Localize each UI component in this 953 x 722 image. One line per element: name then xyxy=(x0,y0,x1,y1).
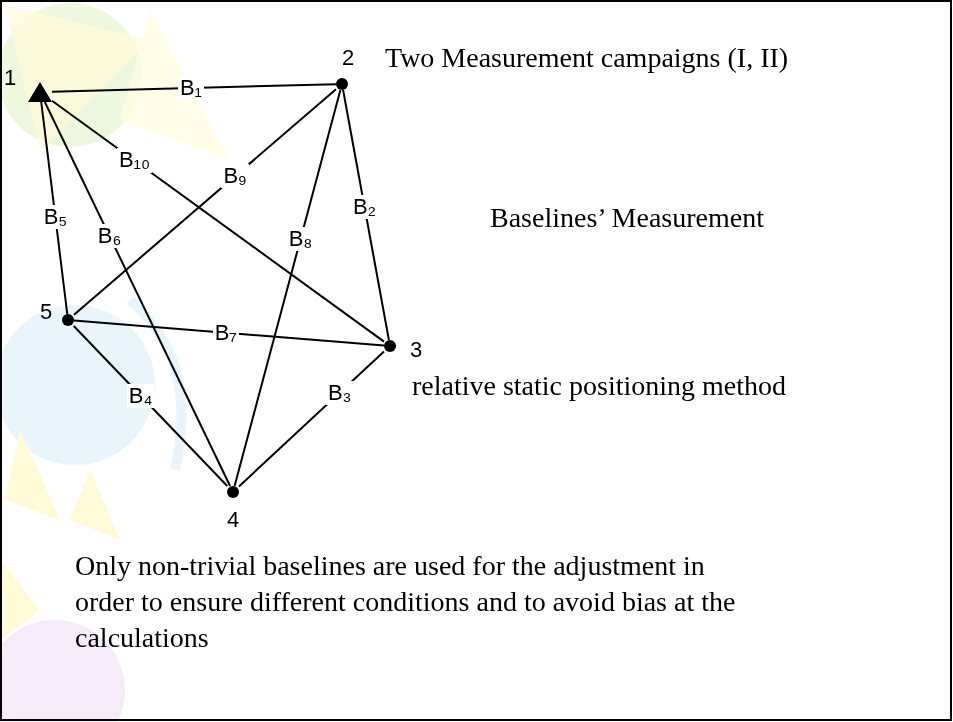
point-number: 1 xyxy=(4,67,16,89)
sunburst xyxy=(5,5,150,150)
baseline xyxy=(235,90,341,486)
baseline xyxy=(74,89,336,315)
point-symbol xyxy=(384,340,396,352)
survey-point: 4 xyxy=(227,486,239,498)
survey-point: 2 xyxy=(336,78,348,90)
sunburst xyxy=(70,470,120,540)
annotation-text: Two Measurement campaigns (I, II) xyxy=(385,40,788,76)
baseline-label: B₇ xyxy=(213,321,239,345)
baseline-label: B₃ xyxy=(326,381,354,405)
point-number: 5 xyxy=(40,301,52,323)
point-marker xyxy=(28,82,52,102)
point-number: 3 xyxy=(410,339,422,361)
annotation-text: Baselines’ Measurement xyxy=(490,200,764,236)
survey-point: 5 xyxy=(62,314,74,326)
point-marker xyxy=(62,314,74,326)
sunburst xyxy=(0,560,40,640)
point-symbol xyxy=(28,82,52,102)
baseline xyxy=(343,90,389,340)
baseline xyxy=(45,102,230,486)
baseline-label: B₉ xyxy=(221,164,248,188)
point-marker xyxy=(336,78,348,90)
point-symbol xyxy=(336,78,348,90)
baseline-label: B₆ xyxy=(96,224,124,248)
baseline xyxy=(52,101,384,342)
control-point: 1 xyxy=(28,82,52,102)
baseline-label: B₈ xyxy=(287,227,315,251)
annotation-text: relative static positioning method xyxy=(412,368,786,404)
baseline-label: B₂ xyxy=(351,195,378,219)
point-marker xyxy=(384,340,396,352)
baseline xyxy=(74,320,384,345)
survey-point: 3 xyxy=(384,340,396,352)
baseline-label: B₅ xyxy=(42,205,70,229)
point-marker xyxy=(227,486,239,498)
baseline xyxy=(74,326,227,486)
sunburst xyxy=(120,10,230,160)
baseline-label: B₄ xyxy=(127,384,155,408)
baseline xyxy=(239,352,384,487)
sunburst xyxy=(5,430,60,520)
point-number: 4 xyxy=(227,509,239,531)
point-number: 2 xyxy=(342,47,354,69)
point-symbol xyxy=(62,314,74,326)
point-symbol xyxy=(227,486,239,498)
baseline-label: B₁ xyxy=(178,76,204,100)
baseline-label: B₁₀ xyxy=(117,148,152,172)
note-text: Only non-trivial baselines are used for … xyxy=(75,548,743,656)
